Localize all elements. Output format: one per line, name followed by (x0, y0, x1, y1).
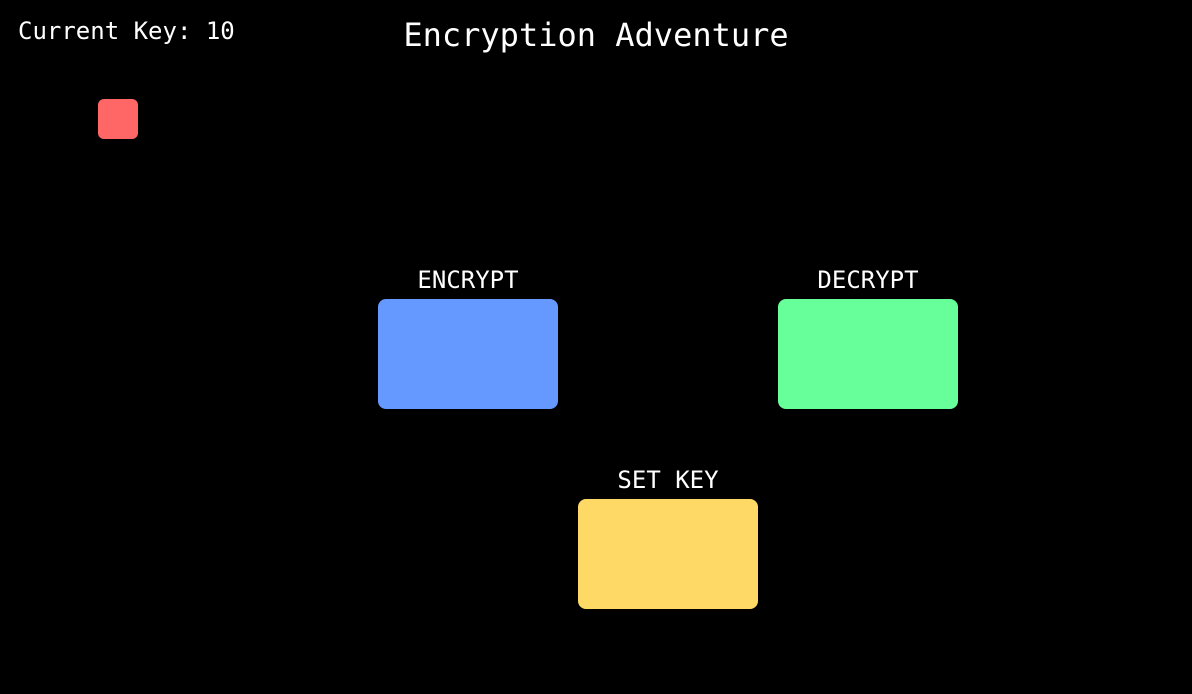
set-key-zone[interactable]: SET KEY (578, 465, 758, 609)
current-key-label: Current Key: (18, 17, 192, 45)
set-key-zone-pad[interactable] (578, 499, 758, 609)
current-key-readout: Current Key: 10 (18, 16, 235, 46)
decrypt-zone-pad[interactable] (778, 299, 958, 409)
game-title: Encryption Adventure (403, 16, 789, 54)
encrypt-zone-label: ENCRYPT (417, 266, 519, 294)
encrypt-zone[interactable]: ENCRYPT (378, 265, 558, 409)
player-square[interactable] (98, 99, 138, 139)
set-key-zone-label: SET KEY (617, 466, 719, 494)
encrypt-zone-pad[interactable] (378, 299, 558, 409)
decrypt-zone-label: DECRYPT (817, 266, 919, 294)
decrypt-zone[interactable]: DECRYPT (778, 265, 958, 409)
current-key-value: 10 (205, 17, 235, 45)
